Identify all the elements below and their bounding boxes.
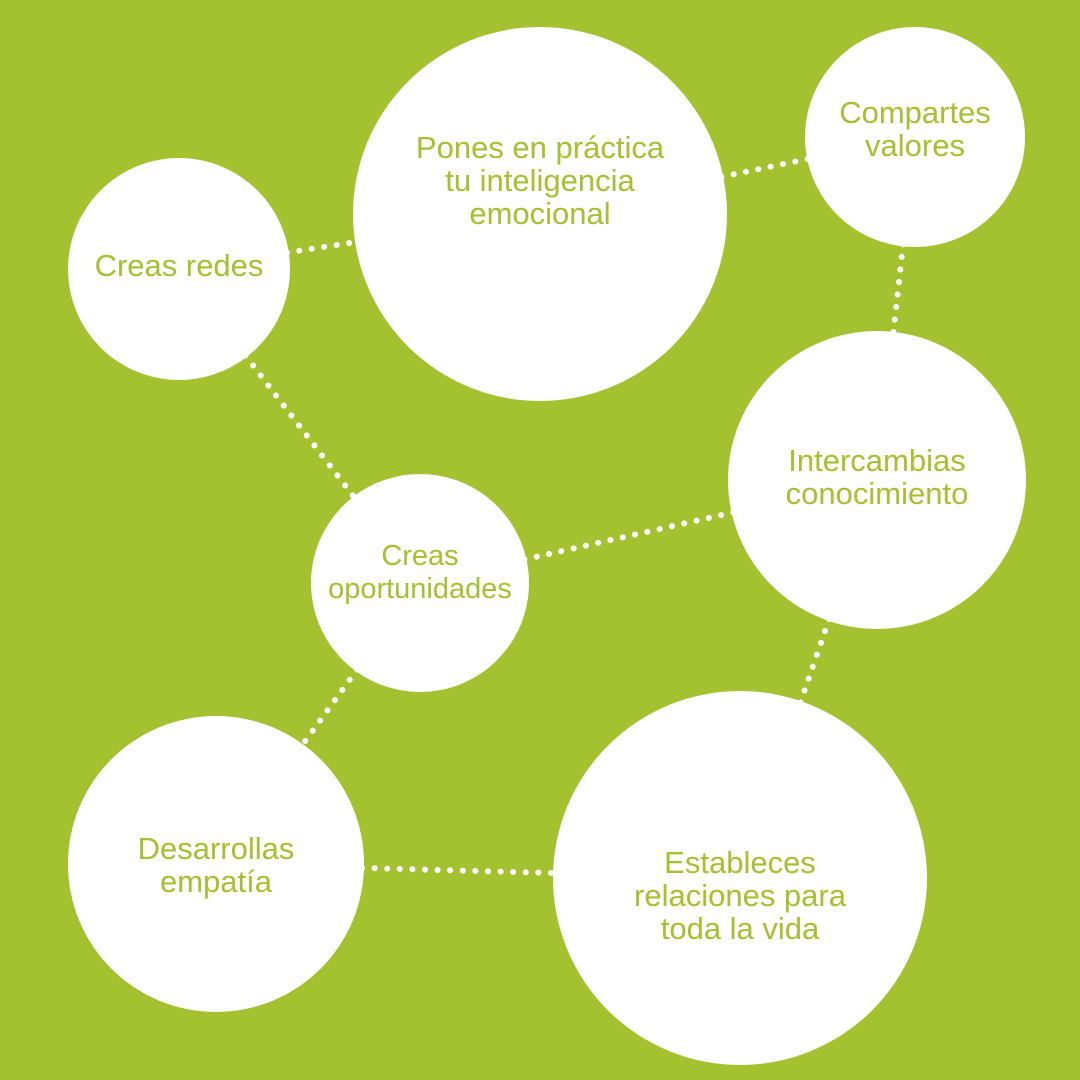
- node-label-oportunidades: Creas oportunidades: [328, 540, 512, 605]
- connector-emocional-valores: [718, 155, 813, 180]
- node-oportunidades: Creas oportunidades: [311, 474, 529, 692]
- connector-conocimiento-relaciones: [797, 615, 833, 707]
- connector-redes-emocional: [283, 238, 361, 256]
- node-relaciones: Estableces relaciones para toda la vida: [553, 691, 927, 1065]
- node-label-conocimiento: Intercambias conocimiento: [785, 443, 969, 511]
- connector-empatia-relaciones: [358, 864, 559, 877]
- node-label-empatia: Desarrollas empatía: [137, 831, 295, 899]
- connector-valores-conocimiento: [890, 241, 907, 337]
- node-conocimiento: Intercambias conocimiento: [728, 331, 1026, 629]
- node-emocional: Pones en práctica tu inteligencia emocio…: [353, 27, 727, 401]
- connector-oportunidades-empatia: [298, 666, 361, 749]
- node-label-valores: Compartes valores: [839, 95, 991, 163]
- node-valores: Compartes valores: [805, 27, 1025, 247]
- connector-redes-oportunidades: [242, 352, 358, 502]
- connector-oportunidades-conocimiento: [521, 509, 737, 563]
- node-empatia: Desarrollas empatía: [68, 716, 364, 1012]
- node-redes: Creas redes: [68, 158, 290, 380]
- node-label-relaciones: Estableces relaciones para toda la vida: [634, 844, 846, 946]
- node-label-redes: Creas redes: [94, 247, 264, 283]
- node-label-emocional: Pones en práctica tu inteligencia emocio…: [415, 129, 665, 231]
